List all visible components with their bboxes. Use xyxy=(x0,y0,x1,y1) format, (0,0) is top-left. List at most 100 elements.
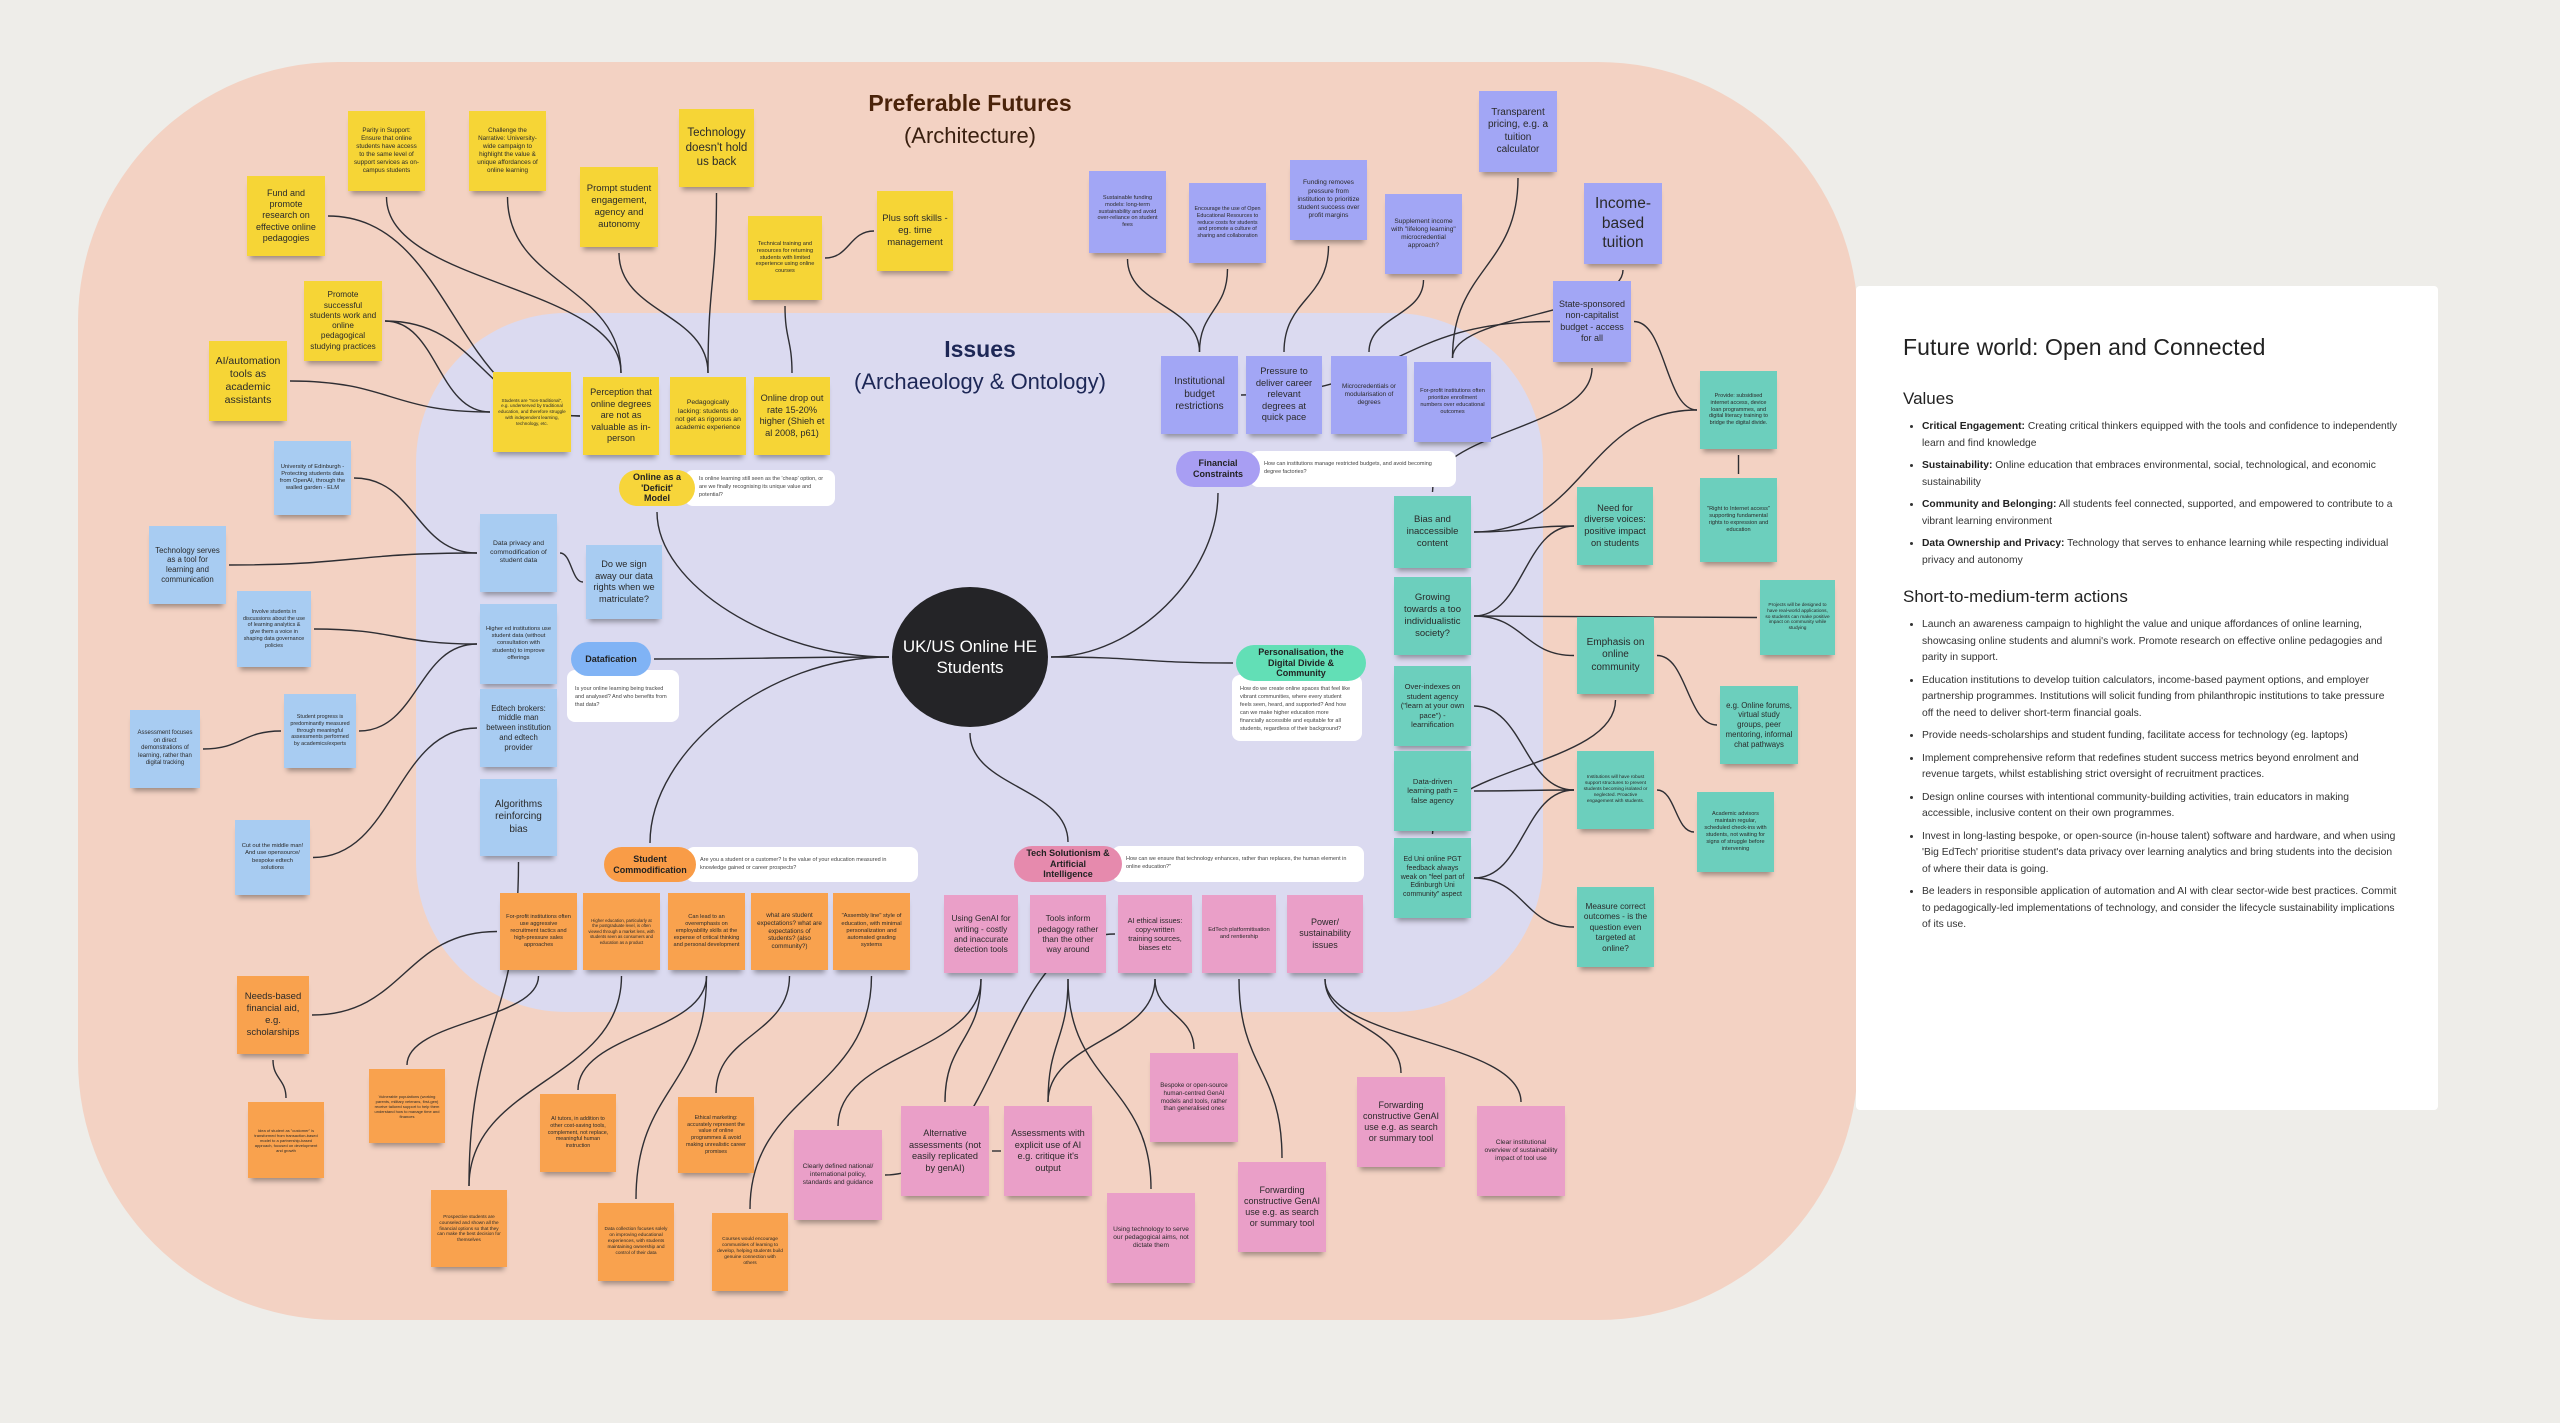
sticky-note-clearly-defined[interactable]: Clearly defined national/ international … xyxy=(794,1130,882,1220)
sticky-note-ed-uni[interactable]: Ed Uni online PGT feedback always weak o… xyxy=(1394,838,1471,918)
sticky-note-measure[interactable]: Measure correct outcomes - is the questi… xyxy=(1577,887,1654,967)
sticky-note-robust[interactable]: Institutions will have robust support st… xyxy=(1577,751,1654,829)
sticky-note-tech-back[interactable]: Technology doesn't hold us back xyxy=(679,109,754,187)
sticky-note-ethical-marketing[interactable]: Ethical marketing: accurately represent … xyxy=(678,1097,754,1173)
sticky-note-state-sponsored[interactable]: State-sponsored non-capitalist budget - … xyxy=(1553,281,1631,362)
sticky-note-involve[interactable]: Involve students in discussions about th… xyxy=(237,591,311,667)
sticky-note-vulnerable[interactable]: Vulnerable populations (working parents,… xyxy=(369,1069,445,1143)
sticky-note-forwarding-1[interactable]: Forwarding constructive GenAI use e.g. a… xyxy=(1357,1077,1445,1167)
sticky-note-promote-successful[interactable]: Promote successful students work and onl… xyxy=(304,281,382,361)
sticky-note-microcredentials[interactable]: Microcredentials or modularisation of de… xyxy=(1331,356,1407,434)
sticky-note-budget[interactable]: Institutional budget restrictions xyxy=(1161,356,1238,434)
sticky-note-sign-away[interactable]: Do we sign away our data rights when we … xyxy=(586,545,662,619)
sticky-note-supplement[interactable]: Supplement income with "lifelong learnin… xyxy=(1385,194,1462,274)
theme-pill-financial[interactable]: Financial Constraints xyxy=(1176,451,1260,487)
sticky-note-market-lens[interactable]: Higher education, particularly at the po… xyxy=(583,893,660,970)
theme-pill-deficit[interactable]: Online as a 'Deficit' Model xyxy=(619,470,695,506)
theme-pill-commodification[interactable]: Student Commodification xyxy=(604,847,696,882)
sticky-note-transparent[interactable]: Transparent pricing, e.g. a tuition calc… xyxy=(1479,91,1557,172)
sticky-note-platformitisation[interactable]: EdTech platformitisation and rentiership xyxy=(1202,895,1276,973)
values-list: Critical Engagement: Creating critical t… xyxy=(1903,419,2398,569)
sticky-note-over-indexes[interactable]: Over-indexes on student agency ("learn a… xyxy=(1394,666,1471,746)
sticky-note-assessment-focus[interactable]: Assessment focuses on direct demonstrati… xyxy=(130,710,200,788)
sticky-note-diverse[interactable]: Need for diverse voices: positive impact… xyxy=(1577,487,1653,565)
sticky-note-prompt[interactable]: Prompt student engagement, agency and au… xyxy=(580,167,658,247)
theme-pill-datafication[interactable]: Datafication xyxy=(571,642,651,676)
sticky-note-tech-tool[interactable]: Technology serves as a tool for learning… xyxy=(149,526,226,604)
central-topic-node[interactable]: UK/US Online HE Students xyxy=(892,587,1048,727)
sticky-note-data-collection[interactable]: Data collection focuses solely on improv… xyxy=(598,1203,674,1281)
sticky-note-text: Growing towards a too individualistic so… xyxy=(1403,592,1462,639)
sticky-note-advisors[interactable]: Academic advisors maintain regular, sche… xyxy=(1697,792,1774,872)
sticky-note-projects[interactable]: Projects will be designed to have real-w… xyxy=(1760,580,1835,655)
value-term: Sustainability: xyxy=(1922,460,1993,471)
sticky-note-cut-out[interactable]: Cut out the middle man! And use opensour… xyxy=(235,820,310,895)
sticky-note-expectations[interactable]: what are student expectations? what are … xyxy=(751,893,828,970)
sticky-note-algorithms[interactable]: Algorithms reinforcing bias xyxy=(480,779,557,856)
sticky-note-forums[interactable]: e.g. Online forums, virtual study groups… xyxy=(1720,686,1798,764)
sticky-note-forprofit-aggressive[interactable]: For-profit institutions often use aggres… xyxy=(500,893,577,970)
sticky-note-soft-skills[interactable]: Plus soft skills - eg. time management xyxy=(877,191,953,271)
sticky-note-challenge[interactable]: Challenge the Narrative: University-wide… xyxy=(469,111,546,191)
sticky-note-dropout[interactable]: Online drop out rate 15-20% higher (Shie… xyxy=(754,377,830,455)
sticky-note-ai-ethical[interactable]: AI ethical issues: copy-written training… xyxy=(1118,895,1192,973)
theme-question-deficit: Is online learning still seen as the 'ch… xyxy=(685,470,835,506)
action-item: Education institutions to develop tuitio… xyxy=(1922,673,2398,723)
sticky-note-clear-overview[interactable]: Clear institutional overview of sustaina… xyxy=(1477,1106,1565,1196)
sticky-note-text: Bespoke or open-source human-centred Gen… xyxy=(1160,1082,1228,1113)
sticky-note-serve-aims[interactable]: Using technology to serve our pedagogica… xyxy=(1107,1193,1195,1283)
sticky-note-progress[interactable]: Student progress is predominantly measur… xyxy=(284,694,356,768)
sticky-note-provide[interactable]: Provide: subsidised internet access, dev… xyxy=(1700,371,1777,449)
sticky-note-emphasis[interactable]: Emphasis on online community xyxy=(1577,617,1654,694)
sticky-note-genai-writing[interactable]: Using GenAI for writing - costly and ina… xyxy=(944,895,1018,973)
sticky-note-privacy[interactable]: Data privacy and commodification of stud… xyxy=(480,514,557,592)
sticky-note-right-internet[interactable]: "Right to Internet access" supporting fu… xyxy=(1700,478,1777,562)
sticky-note-ai-tutors[interactable]: AI tutors, in addition to other cost-sav… xyxy=(540,1094,616,1172)
sticky-note-uoe[interactable]: University of Edinburgh - Protecting stu… xyxy=(274,441,351,515)
sticky-note-brokers[interactable]: Edtech brokers: middle man between insti… xyxy=(480,689,557,767)
sticky-note-higher-ed-data[interactable]: Higher ed institutions use student data … xyxy=(480,604,557,684)
sticky-note-perception[interactable]: Perception that online degrees are not a… xyxy=(583,377,659,455)
value-item: Community and Belonging: All students fe… xyxy=(1922,497,2398,530)
sticky-note-forprofit-enroll[interactable]: For-profit institutions often prioritize… xyxy=(1414,362,1491,442)
action-item: Implement comprehensive reform that rede… xyxy=(1922,751,2398,784)
sticky-note-bias[interactable]: Bias and inaccessible content xyxy=(1394,496,1471,568)
sticky-note-funding-removes[interactable]: Funding removes pressure from institutio… xyxy=(1290,160,1367,240)
sticky-note-forwarding-2[interactable]: Forwarding constructive GenAI use e.g. a… xyxy=(1238,1162,1326,1252)
theme-pill-tech[interactable]: Tech Solutionism & Artificial Intelligen… xyxy=(1014,846,1122,882)
sticky-note-oer[interactable]: Encourage the use of Open Educational Re… xyxy=(1189,183,1266,263)
sticky-note-alternative[interactable]: Alternative assessments (not easily repl… xyxy=(901,1106,989,1196)
sticky-note-power[interactable]: Power/ sustainability issues xyxy=(1287,895,1363,973)
sticky-note-explicit-ai[interactable]: Assessments with explicit use of AI e.g.… xyxy=(1004,1106,1092,1196)
sticky-note-text: Online drop out rate 15-20% higher (Shie… xyxy=(759,393,825,438)
value-item: Critical Engagement: Creating critical t… xyxy=(1922,419,2398,452)
sticky-note-courses-communities[interactable]: Courses would encourage communities of l… xyxy=(712,1213,788,1291)
sticky-note-ai-tools[interactable]: AI/automation tools as academic assistan… xyxy=(209,341,287,421)
sticky-note-non-traditional[interactable]: Students are "non-traditional", e.g. und… xyxy=(493,372,571,452)
sticky-note-bespoke[interactable]: Bespoke or open-source human-centred Gen… xyxy=(1150,1053,1238,1142)
sticky-note-assembly[interactable]: "Assembly line" style of education, with… xyxy=(833,893,910,970)
sticky-note-sustainable[interactable]: Sustainable funding models: long-term su… xyxy=(1089,171,1166,253)
sticky-note-text: Perception that online degrees are not a… xyxy=(590,387,652,444)
sticky-note-pressure[interactable]: Pressure to deliver career relevant degr… xyxy=(1246,356,1322,434)
sticky-note-fund[interactable]: Fund and promote research on effective o… xyxy=(247,176,325,256)
sticky-note-text: Promote successful students work and onl… xyxy=(309,290,377,351)
sticky-note-text: Prospective students are counseled and s… xyxy=(437,1213,501,1243)
sticky-note-needs-based[interactable]: Needs-based financial aid, e.g. scholars… xyxy=(237,976,309,1054)
sticky-note-customer[interactable]: Idea of student as "customer" is transfo… xyxy=(248,1102,324,1178)
sticky-note-employability[interactable]: Can lead to an overemphasis on employabi… xyxy=(668,893,745,970)
theme-pill-personalisation[interactable]: Personalisation, the Digital Divide & Co… xyxy=(1236,645,1366,681)
sticky-note-tech-training[interactable]: Technical training and resources for ret… xyxy=(748,216,822,300)
sticky-note-individualistic[interactable]: Growing towards a too individualistic so… xyxy=(1394,577,1471,655)
sticky-note-text: Income-based tuition xyxy=(1595,195,1651,252)
sticky-note-income-based[interactable]: Income-based tuition xyxy=(1584,183,1662,264)
sticky-note-text: State-sponsored non-capitalist budget - … xyxy=(1558,299,1626,343)
sticky-note-pedagogically[interactable]: Pedagogically lacking: students do not g… xyxy=(670,377,746,455)
sticky-note-text: University of Edinburgh - Protecting stu… xyxy=(279,463,346,492)
sticky-note-parity[interactable]: Parity in Support: Ensure that online st… xyxy=(348,111,425,191)
sticky-note-prospective[interactable]: Prospective students are counseled and s… xyxy=(431,1190,507,1267)
sticky-note-tools-inform[interactable]: Tools inform pedagogy rather than the ot… xyxy=(1030,895,1106,973)
sticky-note-text: Data privacy and commodification of stud… xyxy=(490,540,547,565)
sticky-note-text: Need for diverse voices: positive impact… xyxy=(1584,502,1646,548)
sticky-note-data-driven[interactable]: Data-driven learning path = false agency xyxy=(1394,751,1471,831)
